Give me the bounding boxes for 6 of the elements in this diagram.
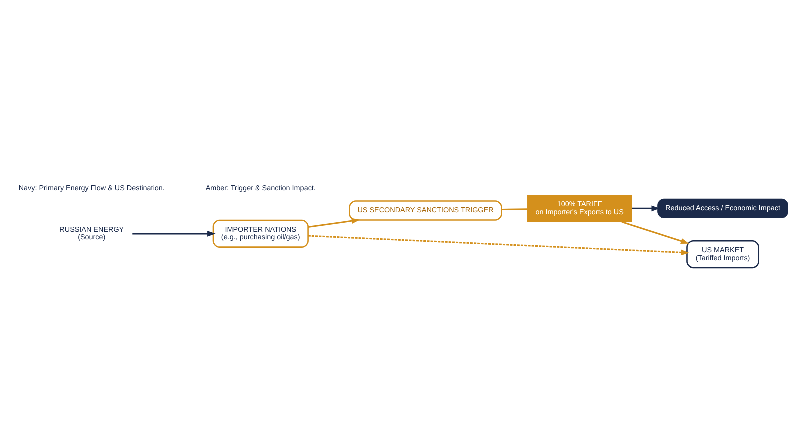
arrow (632, 206, 660, 212)
arrow (308, 235, 690, 256)
arrow (132, 231, 216, 237)
arrow (308, 218, 360, 228)
arrow (622, 221, 690, 244)
connector (502, 208, 528, 210)
